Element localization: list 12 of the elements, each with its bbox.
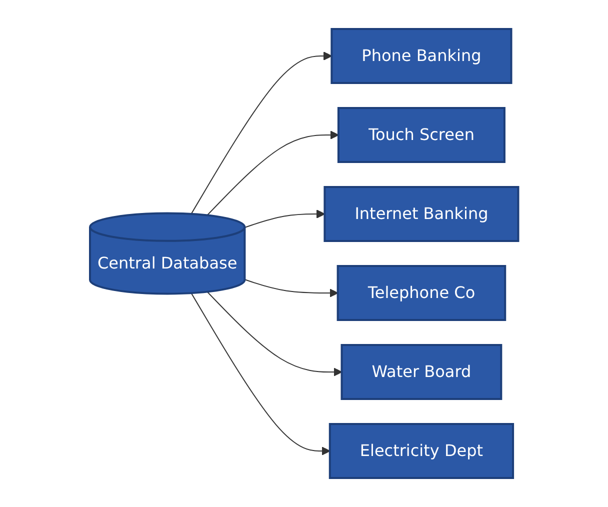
node-box: Internet Banking xyxy=(324,186,520,242)
arrow xyxy=(206,291,342,376)
node-box: Electricity Dept xyxy=(328,423,514,479)
node-box: Telephone Co xyxy=(336,265,506,321)
arrow xyxy=(190,292,330,456)
arrow xyxy=(244,279,338,298)
arrow xyxy=(206,130,339,216)
node-box: Touch Screen xyxy=(337,107,506,163)
node-box: Water Board xyxy=(340,344,502,400)
node-box: Phone Banking xyxy=(330,28,512,84)
arrow xyxy=(244,210,325,228)
arrow xyxy=(190,52,332,214)
